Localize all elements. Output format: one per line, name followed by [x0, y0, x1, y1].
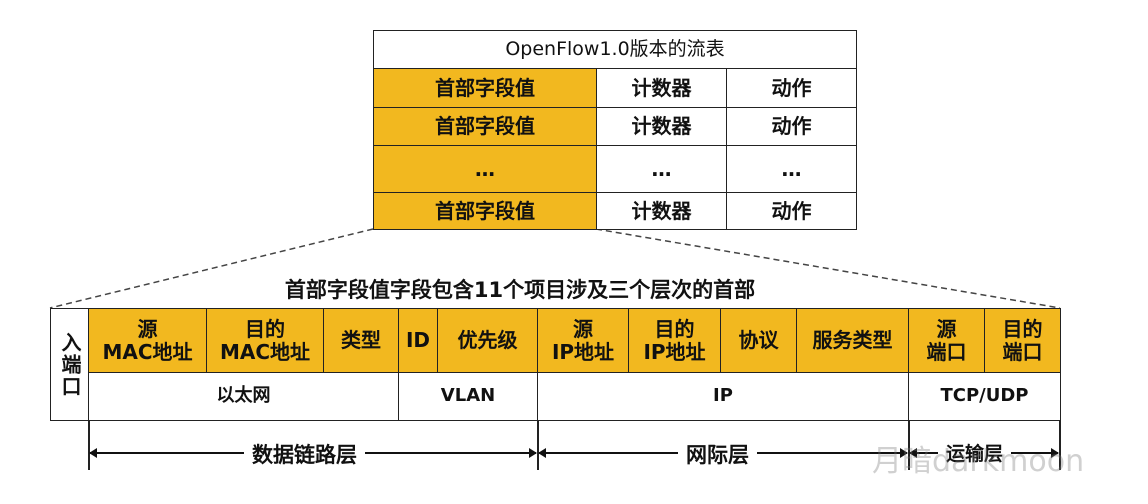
- protocol-group-cell: 以太网: [88, 372, 399, 421]
- layer-divider: [537, 420, 539, 470]
- flow-action-cell: 动作: [726, 68, 857, 108]
- header-field-cell: 服务类型: [796, 308, 909, 373]
- header-field-cell: ID: [398, 308, 438, 373]
- header-field-cell: 优先级: [437, 308, 538, 373]
- flow-action-cell: …: [726, 145, 857, 193]
- flow-header-field-cell: 首部字段值: [373, 68, 597, 108]
- flow-header-field-cell: 首部字段值: [373, 192, 597, 230]
- in-port-field: 入端口: [50, 308, 89, 421]
- network-layer-label: 网际层: [678, 439, 757, 469]
- in-port-label: 入端口: [58, 331, 82, 398]
- header-field-cell: 类型: [323, 308, 399, 373]
- header-field-cell: 协议: [720, 308, 797, 373]
- flow-header-field-cell: 首部字段值: [373, 107, 597, 146]
- protocol-group-cell: IP: [537, 372, 909, 421]
- datalink-layer-label: 数据链路层: [244, 439, 365, 469]
- flow-counter-cell: 计数器: [596, 192, 727, 230]
- layer-divider: [1059, 420, 1061, 470]
- header-field-cell: 目的 端口: [984, 308, 1061, 373]
- protocol-group-cell: VLAN: [398, 372, 538, 421]
- header-field-cell: 目的 MAC地址: [206, 308, 324, 373]
- protocol-group-cell: TCP/UDP: [908, 372, 1061, 421]
- header-field-cell: 源 端口: [908, 308, 985, 373]
- header-field-cell: 源 IP地址: [537, 308, 629, 373]
- flow-header-field-cell: …: [373, 145, 597, 193]
- flow-counter-cell: 计数器: [596, 68, 727, 108]
- header-field-cell: 源 MAC地址: [88, 308, 207, 373]
- flow-counter-cell: …: [596, 145, 727, 193]
- layer-divider: [908, 420, 910, 470]
- layer-divider: [88, 420, 90, 470]
- header-field-cell: 目的 IP地址: [628, 308, 721, 373]
- flow-counter-cell: 计数器: [596, 107, 727, 146]
- flow-action-cell: 动作: [726, 107, 857, 146]
- caption: 首部字段值字段包含11个项目涉及三个层次的首部: [284, 278, 756, 302]
- transport-layer-label: 运输层: [938, 439, 1012, 466]
- watermark: 月暗darkmoon: [872, 444, 1085, 479]
- flow-action-cell: 动作: [726, 192, 857, 230]
- flow-table-title: OpenFlow1.0版本的流表: [373, 30, 857, 69]
